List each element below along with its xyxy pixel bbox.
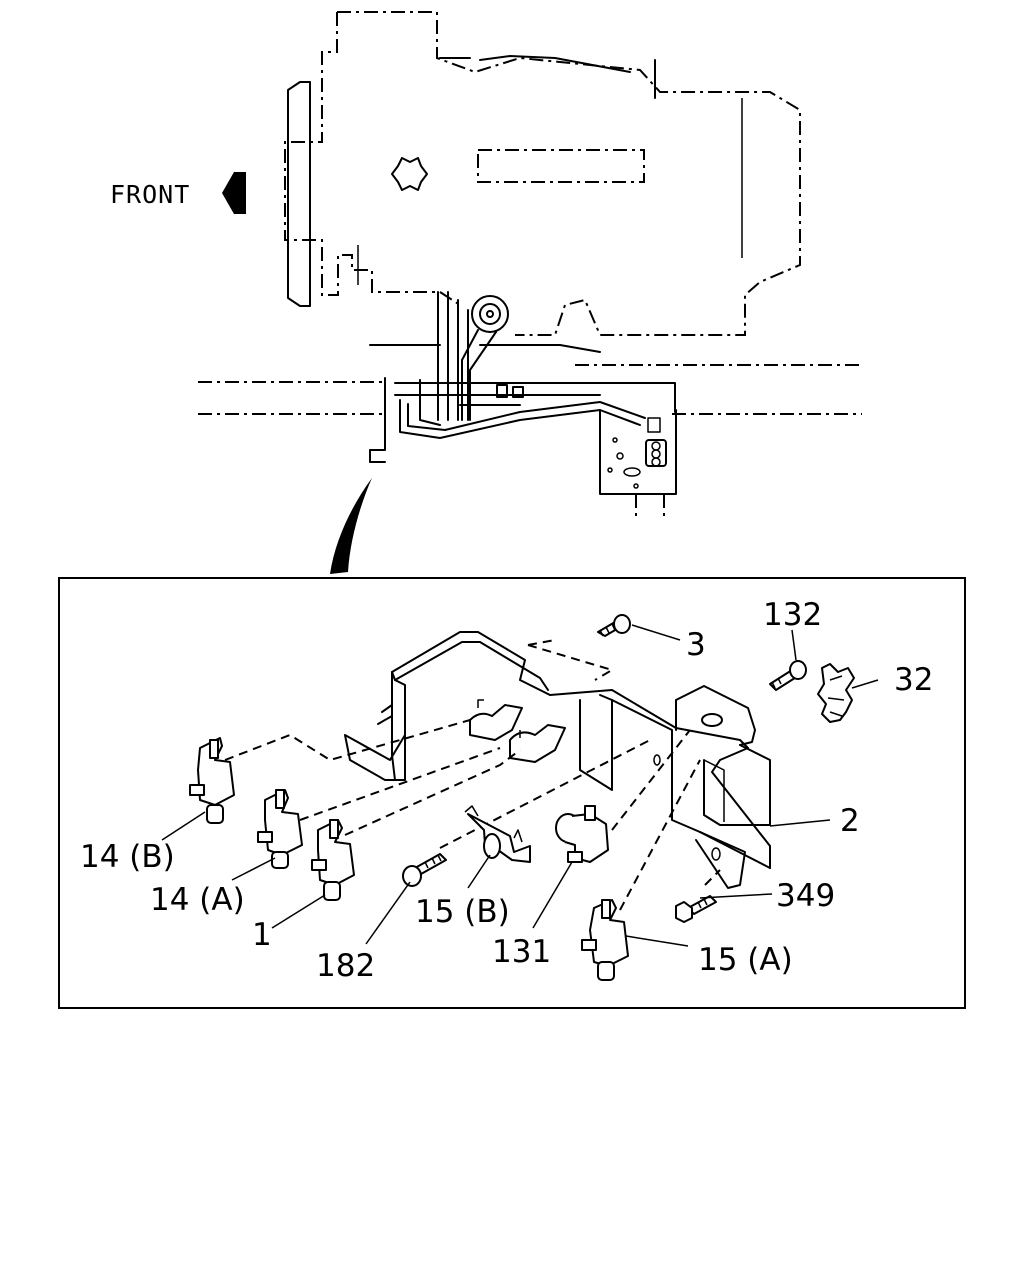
callout-3: 3 <box>686 627 706 663</box>
callout-32: 32 <box>894 662 933 698</box>
callout-349: 349 <box>776 878 835 914</box>
valve-14b <box>189 737 235 824</box>
callout-15b: 15 (B) <box>415 894 510 930</box>
front-indicator: FRONT <box>110 172 246 214</box>
front-arrow-icon <box>222 172 246 214</box>
callout-132: 132 <box>763 597 822 633</box>
detail-frame <box>58 577 966 1009</box>
valve-15b <box>464 805 531 863</box>
bracket-assembly <box>344 631 771 889</box>
bolt-182 <box>402 853 447 887</box>
bolt-349 <box>675 895 717 923</box>
valve-131 <box>555 805 609 863</box>
clip-32 <box>817 663 855 723</box>
bolt-132 <box>769 660 807 691</box>
assembly-lines <box>224 639 721 911</box>
callout-1: 1 <box>252 917 272 953</box>
detail-pointer-icon <box>330 478 372 574</box>
callout-131: 131 <box>492 934 551 970</box>
callout-14a: 14 (A) <box>150 882 245 918</box>
front-label: FRONT <box>110 180 190 209</box>
leader-lines <box>161 624 879 947</box>
callout-182: 182 <box>316 948 375 984</box>
valve-1 <box>311 819 355 901</box>
callout-14b: 14 (B) <box>80 839 175 875</box>
callout-labels: 132 3 32 2 14 (B) 14 (A) 1 15 (B) 182 13… <box>80 597 933 984</box>
engine-overview <box>198 11 862 520</box>
bolt-3 <box>597 614 631 637</box>
valve-15a <box>581 899 629 981</box>
valve-14a <box>257 789 303 869</box>
callout-15a: 15 (A) <box>698 942 793 978</box>
callout-2: 2 <box>840 803 860 839</box>
